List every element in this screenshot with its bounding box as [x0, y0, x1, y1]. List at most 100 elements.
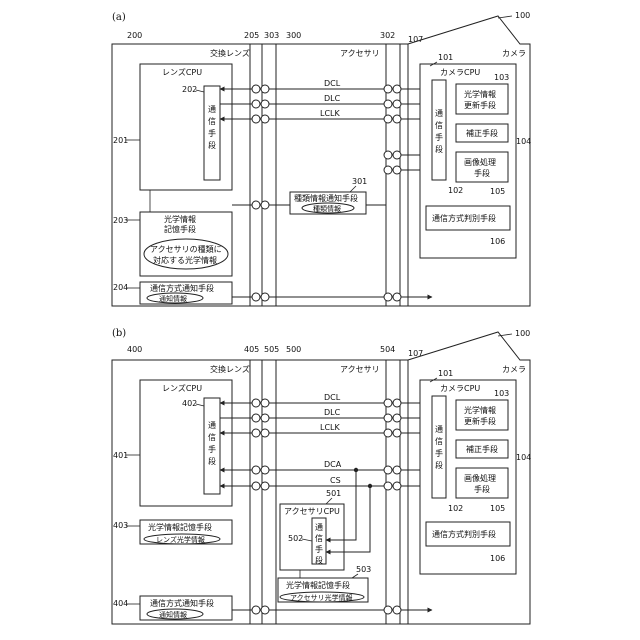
contact [393, 85, 401, 93]
image-proc-ref: 105 [490, 187, 505, 196]
contact [384, 482, 392, 490]
panel-b-title-acc: アクセサリ [340, 365, 380, 374]
panel-a-ref-mount-a: 303 [264, 31, 279, 40]
acc-type-ref: 301 [352, 177, 367, 186]
contact [384, 151, 392, 159]
panel-a-ref-acc: 300 [286, 31, 301, 40]
acc-store-sub: アクセサリ光学情報 [290, 593, 353, 602]
comm-judge-ref: 106 [490, 554, 505, 563]
panel-b-ref-mount-c: 107 [408, 349, 423, 358]
image-proc-l1: 画像処理 [464, 473, 496, 483]
panel-a-ref-camera: 100 [515, 11, 530, 20]
panel-b-ref-lens: 400 [127, 345, 142, 354]
lens-mount-plate [250, 44, 262, 306]
contact [384, 100, 392, 108]
image-proc-ref: 105 [490, 504, 505, 513]
lens-store-ref: 203 [113, 216, 128, 225]
contact [384, 429, 392, 437]
lens-store-title: 光学情報記憶手段 [148, 522, 212, 532]
panel-a-ref-mount-l: 205 [244, 31, 259, 40]
panel-b-label: (b) [112, 328, 126, 339]
optical-update-ref: 103 [494, 389, 509, 398]
optical-update-l1: 光学情報 [464, 89, 496, 99]
panel-a-title-camera: カメラ [502, 49, 526, 58]
optical-update-l1: 光学情報 [464, 405, 496, 415]
contact [384, 414, 392, 422]
panel-a-ref-lens: 200 [127, 31, 142, 40]
signal-dlc: DLC [324, 408, 341, 417]
comm-judge-ref: 106 [490, 237, 505, 246]
correction-label: 補正手段 [466, 444, 498, 454]
contact [393, 293, 401, 301]
leader-line [498, 16, 512, 18]
camera-cpu-label: カメラCPU [440, 384, 480, 393]
contact [261, 429, 269, 437]
contact [261, 201, 269, 209]
signal-lclk: LCLK [320, 423, 341, 432]
contact [252, 115, 260, 123]
contact [393, 166, 401, 174]
acc-type-sub: 種類情報 [313, 204, 341, 213]
contact [393, 606, 401, 614]
contact [384, 166, 392, 174]
contact [252, 414, 260, 422]
comm-judge-label: 通信方式判別手段 [432, 529, 496, 539]
acc-store-title: 光学情報記憶手段 [286, 580, 350, 590]
notify-sub: 通知情報 [159, 610, 187, 619]
acc-comm-ref: 502 [288, 534, 303, 543]
contact [261, 482, 269, 490]
contact [252, 482, 260, 490]
contact [252, 606, 260, 614]
image-proc-l2: 手段 [474, 168, 490, 178]
notify-ref: 204 [113, 283, 128, 292]
lens-cpu-ref: 401 [113, 451, 128, 460]
lens-store-line1: 光学情報 [164, 214, 196, 224]
contact [393, 414, 401, 422]
contact [261, 85, 269, 93]
panel-a-label: (a) [112, 12, 126, 23]
contact [384, 115, 392, 123]
image-proc-l2: 手段 [474, 484, 490, 494]
notify-ref: 404 [113, 599, 128, 608]
optical-update-ref: 103 [494, 73, 509, 82]
contact [393, 115, 401, 123]
lens-store-sub: レンズ光学情報 [156, 535, 205, 544]
signal-dca: DCA [324, 460, 342, 469]
lens-cpu-label: レンズCPU [162, 383, 202, 393]
contact [393, 482, 401, 490]
panel-a: (a) 100 200 205 303 300 302 107 交換レンズ アク… [112, 11, 531, 306]
correction-ref: 104 [516, 453, 531, 462]
contact [261, 100, 269, 108]
correction-label: 補正手段 [466, 128, 498, 138]
camera-cpu-ref: 101 [438, 53, 453, 62]
contact [393, 100, 401, 108]
signal-dcl: DCL [324, 79, 341, 88]
camera-cpu-label: カメラCPU [440, 68, 480, 77]
notify-sub: 通知情報 [159, 294, 187, 303]
notify-title: 通信方式通知手段 [150, 598, 214, 608]
contact [261, 466, 269, 474]
ellipse-line2: 対応する光学情報 [153, 255, 217, 265]
contact [252, 429, 260, 437]
comm-judge-label: 通信方式判別手段 [432, 213, 496, 223]
camera-comm-ref: 102 [448, 186, 463, 195]
signal-cs: CS [330, 476, 341, 485]
contact [261, 115, 269, 123]
contact [393, 151, 401, 159]
contact [261, 606, 269, 614]
camera-cpu-ref: 101 [438, 369, 453, 378]
panel-a-title-lens: 交換レンズ [210, 48, 250, 58]
ellipse-line1: アクセサリの種類に [150, 244, 222, 254]
acc-cpu-label: アクセサリCPU [284, 507, 340, 516]
contact [252, 399, 260, 407]
lens-cpu-ref: 201 [113, 136, 128, 145]
signal-dcl: DCL [324, 393, 341, 402]
notify-title: 通信方式通知手段 [150, 283, 214, 293]
camera-comm-ref: 102 [448, 504, 463, 513]
contact [261, 414, 269, 422]
lens-comm-ref: 402 [182, 399, 197, 408]
contact [252, 466, 260, 474]
contact [393, 399, 401, 407]
signal-lclk: LCLK [320, 109, 341, 118]
contact [393, 466, 401, 474]
